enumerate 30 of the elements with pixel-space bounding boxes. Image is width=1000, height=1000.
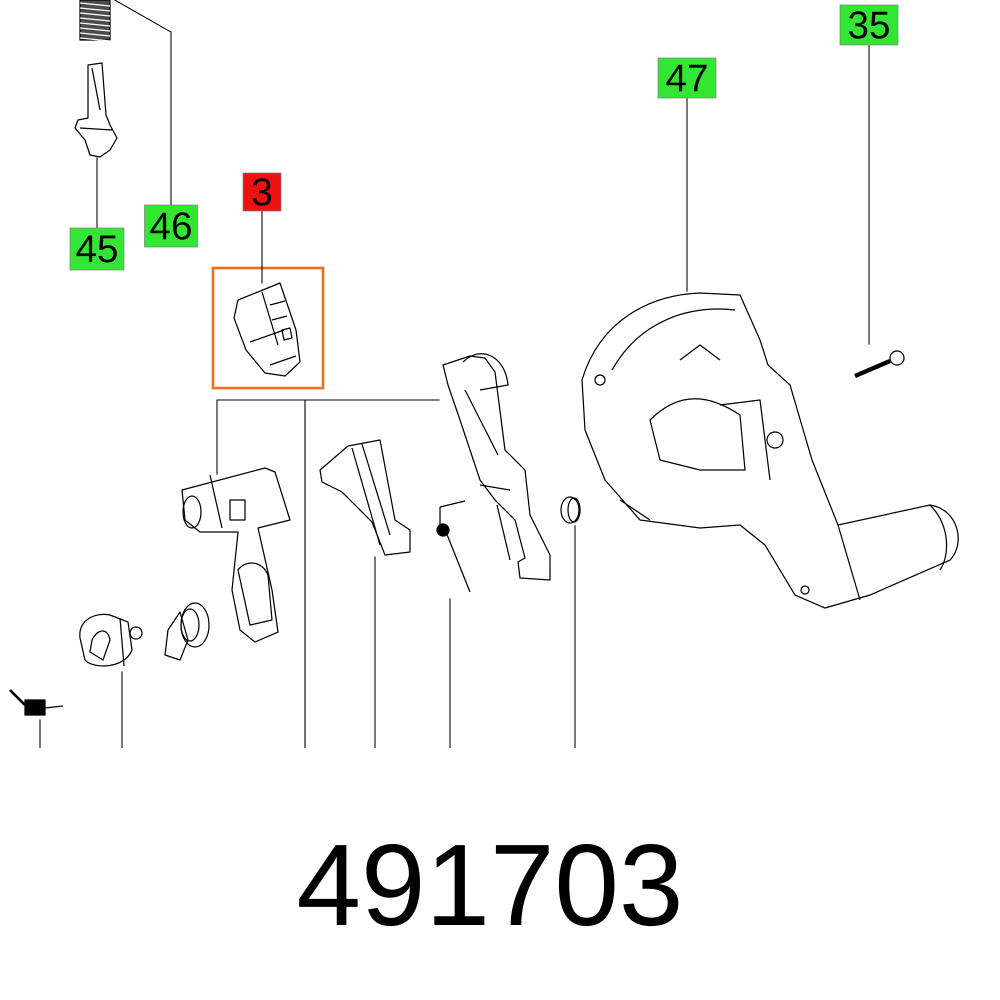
callout-number: 35 [840,4,898,46]
leader-line [686,98,688,292]
leader-line [868,45,870,345]
leader-line [39,719,41,748]
spring-drawing [436,500,471,592]
catch-drawing [319,439,411,556]
screw-drawing [854,350,905,378]
leader-line [121,671,123,748]
lever-drawing [442,353,551,581]
leader-line [261,211,263,284]
roller-drawing [560,496,581,524]
leader-line [304,399,440,748]
leader-line [96,157,98,228]
switch-drawing [233,282,301,377]
leader-line [449,598,451,748]
trigger-cover-drawing [181,467,291,643]
leader-line [112,0,172,205]
callout-number: 47 [658,58,716,98]
spring-drawing [79,0,111,42]
knob-drawing [79,614,143,667]
callout-number: 46 [144,204,198,248]
highlight-frame [212,266,324,390]
housing-drawing [581,292,959,609]
callout-number: 3 [242,172,282,212]
plunger-drawing [74,62,118,158]
leader-line [374,556,376,748]
spring-drawing [9,689,64,716]
callout-number: 45 [70,228,124,270]
leader-line [574,525,576,748]
part-number: 491703 [299,844,678,926]
